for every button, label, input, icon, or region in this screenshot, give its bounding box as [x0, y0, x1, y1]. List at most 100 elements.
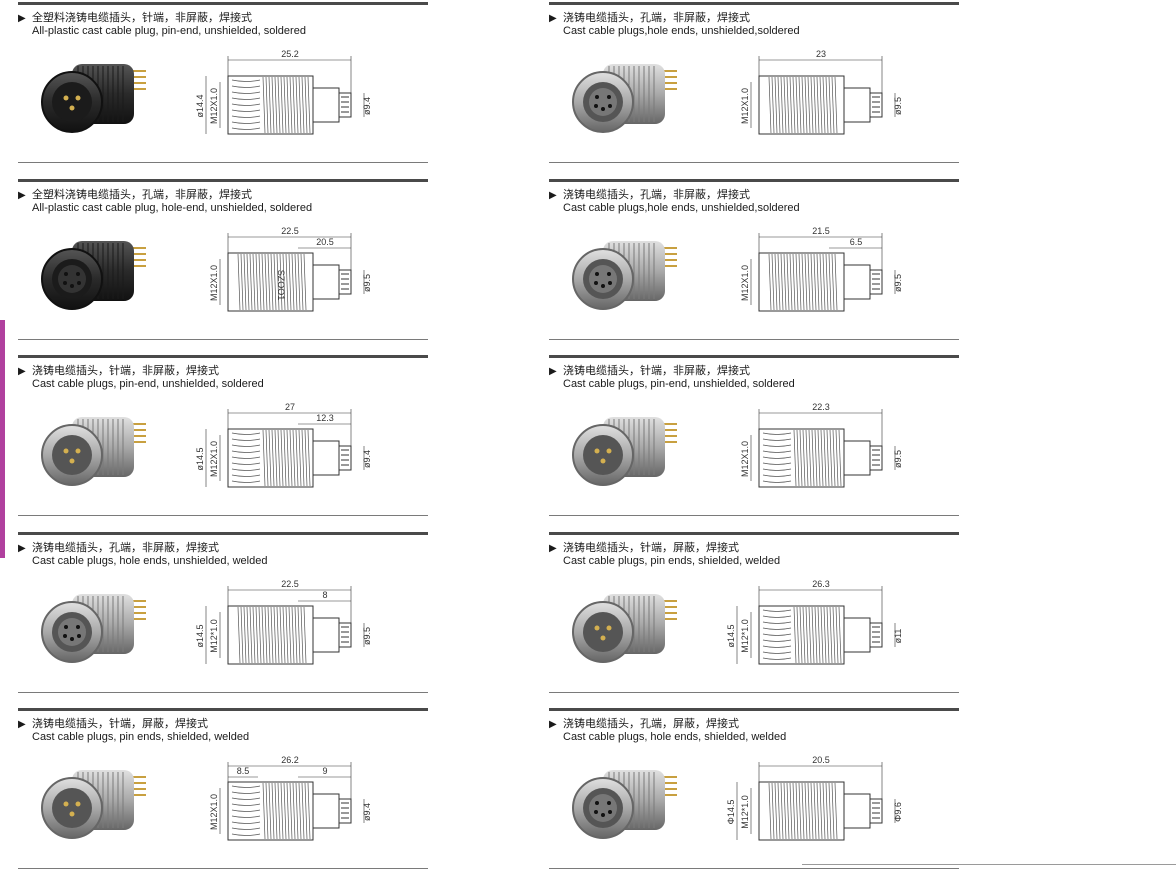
- dimension-label: Φ14.5: [726, 800, 736, 825]
- section-divider: [18, 868, 428, 869]
- section-rule: [18, 355, 428, 358]
- product-title-en: Cast cable plugs, hole ends, unshielded,…: [32, 554, 268, 567]
- section-divider: [549, 868, 959, 869]
- dimension-label: M12X1.0: [740, 264, 750, 300]
- dimension-label: M12X1.0: [209, 264, 219, 300]
- bottom-rule: [802, 864, 1176, 865]
- section-rule: [549, 2, 959, 5]
- product-title-zh-text: 浇铸电缆插头，针端，屏蔽，焊接式: [32, 718, 208, 730]
- product-title-en: Cast cable plugs,hole ends, unshielded,s…: [563, 25, 800, 37]
- section-divider: [549, 691, 959, 693]
- dimension-label: M12X1.0: [740, 441, 750, 477]
- dimension-label: ø9.4: [362, 803, 372, 821]
- dimension-label: ø9.5: [893, 97, 903, 115]
- product-title-zh-text: 浇铸电缆插头，针端，非屏蔽，焊接式: [32, 365, 219, 377]
- dimension-label: M12*1.0: [740, 795, 750, 829]
- dimension-label: 25.2: [281, 49, 299, 59]
- product-photo: [572, 417, 677, 486]
- dimension-label: 22.5: [281, 226, 299, 236]
- dimension-label: 8: [322, 590, 327, 600]
- dimension-label: ø11: [893, 628, 903, 643]
- product-title-zh-text: 浇铸电缆插头，孔端，非屏蔽，焊接式: [32, 541, 219, 554]
- dimension-drawing-frame: 25.2 ø14.4 M12X1.0 ø9.4: [195, 46, 378, 156]
- product-photo-frame: [563, 758, 693, 853]
- product-title-en: Cast cable plugs, pin-end, unshielded, s…: [32, 378, 264, 390]
- product-photo: [41, 417, 146, 486]
- dimension-label: ø9.4: [362, 97, 372, 115]
- dimension-label: ø14.5: [195, 624, 205, 647]
- product-photo: [572, 593, 677, 663]
- product-title-en: All-plastic cast cable plug, hole-end, u…: [32, 201, 313, 214]
- dimension-label: M12*1.0: [209, 619, 219, 653]
- dimension-label: 21.5: [812, 226, 830, 236]
- product-title-zh: ▶全塑料浇铸电缆插头，孔端，非屏蔽，焊接式: [18, 189, 312, 202]
- dimension-label: M12X1.0: [740, 88, 750, 124]
- dimension-label: ø14.4: [195, 94, 205, 117]
- bullet-arrow-icon: ▶: [18, 719, 26, 730]
- product-photo-frame: [32, 52, 162, 147]
- bullet-arrow-icon: ▶: [549, 719, 557, 730]
- section-divider: [549, 515, 959, 516]
- dimension-label: M12X1.0: [209, 794, 219, 830]
- dimension-label: 27: [285, 402, 295, 412]
- bullet-arrow-icon: ▶: [549, 13, 557, 24]
- product-title-zh: ▶ 浇铸电缆插头，针端，屏蔽，焊接式: [549, 542, 780, 555]
- product-title-zh-text: 全塑料浇铸电缆插头，孔端，非屏蔽，焊接式: [32, 188, 252, 201]
- dimension-label: 9: [322, 766, 327, 776]
- product-photo: [572, 770, 677, 839]
- product-title-zh: ▶浇铸电缆插头，孔端，非屏蔽，焊接式: [549, 189, 800, 202]
- section-rule: [18, 531, 428, 535]
- product-photo-frame: [563, 229, 693, 324]
- dimension-label: 12.3: [316, 413, 334, 423]
- bullet-arrow-icon: ▶: [18, 366, 26, 377]
- product-title-zh: ▶浇铸电缆插头，孔端，非屏蔽，焊接式: [549, 12, 800, 25]
- accent-bar: [0, 320, 5, 558]
- dimension-label: M12X1.0: [209, 88, 219, 124]
- product-title-zh: ▶ 浇铸电缆插头，针端，非屏蔽，焊接式: [18, 365, 264, 378]
- product-photo-frame: [32, 229, 162, 324]
- section-divider: [18, 162, 428, 163]
- product-photo-frame: [32, 405, 162, 500]
- dimension-label: 6.5: [850, 237, 863, 247]
- product-title-zh-text: 浇铸电缆插头，针端，屏蔽，焊接式: [563, 541, 739, 554]
- dimension-label: ø9.5: [362, 626, 372, 644]
- bullet-arrow-icon: ▶: [549, 542, 557, 554]
- product-title-zh: ▶浇铸电缆插头，针端，非屏蔽，焊接式: [549, 365, 795, 378]
- product-photo: [41, 240, 146, 310]
- section-rule: [18, 708, 428, 711]
- section-divider: [18, 515, 428, 516]
- section-rule: [549, 355, 959, 358]
- body-marking: SZOO1: [276, 269, 286, 300]
- product-title-en: All-plastic cast cable plug, pin-end, un…: [32, 25, 306, 37]
- bullet-arrow-icon: ▶: [549, 189, 557, 201]
- product-photo-frame: [32, 758, 162, 853]
- dimension-label: M12*1.0: [740, 619, 750, 653]
- dimension-label: ø9.4: [362, 450, 372, 468]
- dimension-label: 22.3: [812, 402, 830, 412]
- dimension-label: 26.3: [812, 579, 830, 589]
- bullet-arrow-icon: ▶: [18, 542, 26, 554]
- bullet-arrow-icon: ▶: [549, 366, 557, 377]
